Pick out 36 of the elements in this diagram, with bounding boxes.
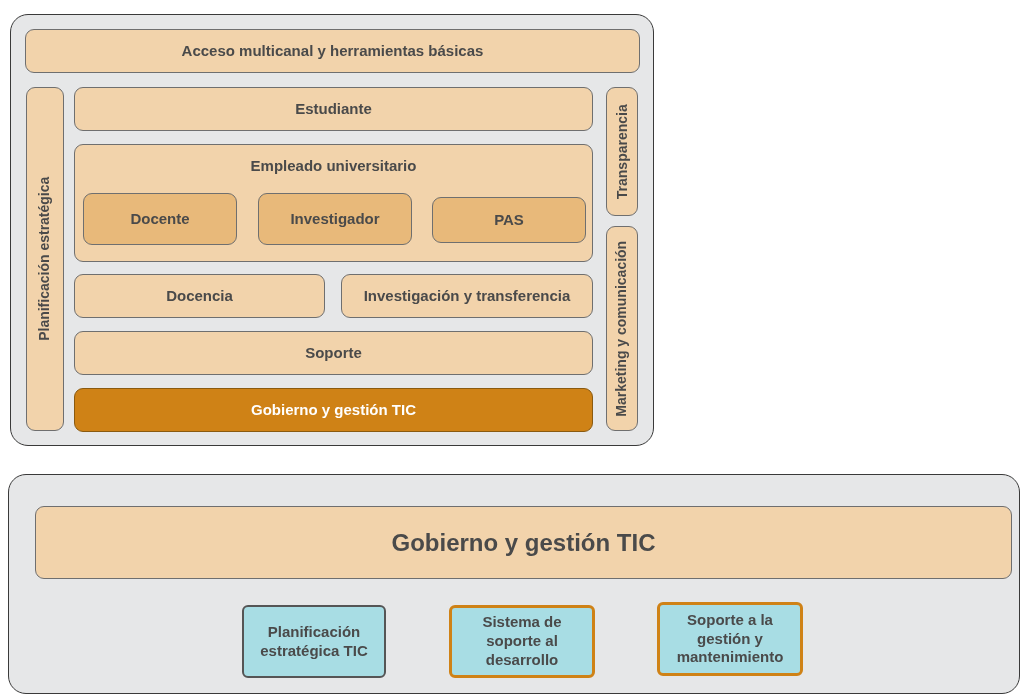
layer-label: Investigador	[290, 209, 380, 229]
vertical-layer-box	[606, 87, 638, 216]
panel-background	[8, 474, 1020, 694]
layer-label: Investigación y transferencia	[363, 286, 571, 306]
layer-label: Planificación estratégica	[36, 176, 54, 342]
layer-label: Empleado universitario	[250, 157, 417, 176]
component-box	[242, 605, 386, 678]
layer-label: PAS	[494, 210, 524, 230]
highlighted-component-box	[657, 602, 803, 676]
layer-box	[35, 506, 1012, 579]
layer-box	[74, 274, 325, 318]
layer-label: Soporte	[305, 343, 362, 363]
layer-label: Soporte a la gestión y mantenimiento	[675, 610, 785, 668]
layer-box	[74, 331, 593, 375]
layer-label: Planificación estratégica TIC	[259, 622, 369, 661]
layer-label: Docente	[130, 209, 190, 229]
vertical-layer-box	[26, 87, 64, 431]
highlighted-component-box	[449, 605, 595, 678]
layer-label: Gobierno y gestión TIC	[391, 527, 656, 558]
role-box	[83, 193, 237, 245]
layer-box	[341, 274, 593, 318]
highlighted-layer-box	[74, 388, 593, 432]
layer-box	[74, 87, 593, 131]
group-box	[74, 144, 593, 262]
role-box	[432, 197, 586, 243]
layer-label: Transparencia	[613, 104, 631, 199]
vertical-layer-box	[606, 226, 638, 431]
layer-label: Acceso multicanal y herramientas básicas	[181, 41, 484, 61]
role-box	[258, 193, 412, 245]
layer-label: Sistema de soporte al desarrollo	[481, 613, 563, 670]
layer-label: Estudiante	[295, 99, 372, 119]
layer-label: Docencia	[166, 286, 233, 306]
layer-label: Marketing y comunicación	[613, 240, 631, 417]
panel-background	[10, 14, 654, 446]
layer-box	[25, 29, 640, 73]
layer-label: Gobierno y gestión TIC	[251, 400, 416, 420]
